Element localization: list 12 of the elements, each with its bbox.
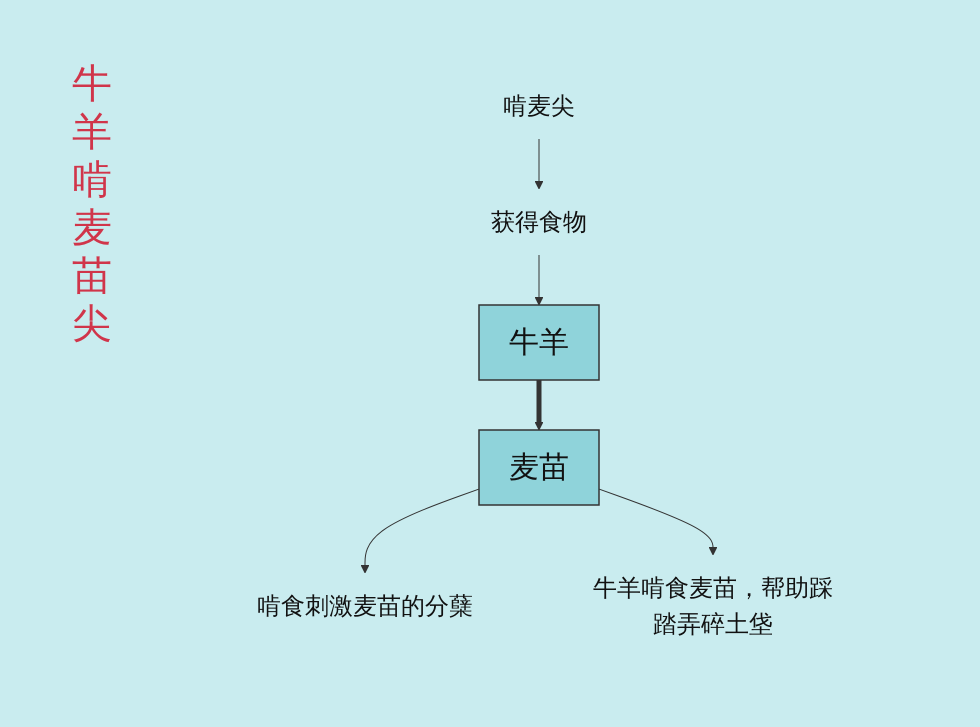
node-text: 啃食刺激麦苗的分蘖 bbox=[257, 592, 473, 620]
diagram-title: 牛羊啃麦苗尖 bbox=[72, 60, 113, 348]
arrow bbox=[534, 138, 544, 190]
node-text: 获得食物 bbox=[491, 208, 587, 236]
node-box: 牛羊 bbox=[478, 304, 600, 381]
arrow bbox=[598, 488, 718, 556]
node-box: 麦苗 bbox=[478, 429, 600, 506]
arrow bbox=[534, 380, 544, 430]
node-text: 啃麦尖 bbox=[503, 92, 575, 120]
node-text: 牛羊啃食麦苗，帮助踩踏弄碎土垡 bbox=[593, 574, 833, 638]
arrow bbox=[534, 254, 544, 306]
arrow bbox=[360, 488, 480, 574]
